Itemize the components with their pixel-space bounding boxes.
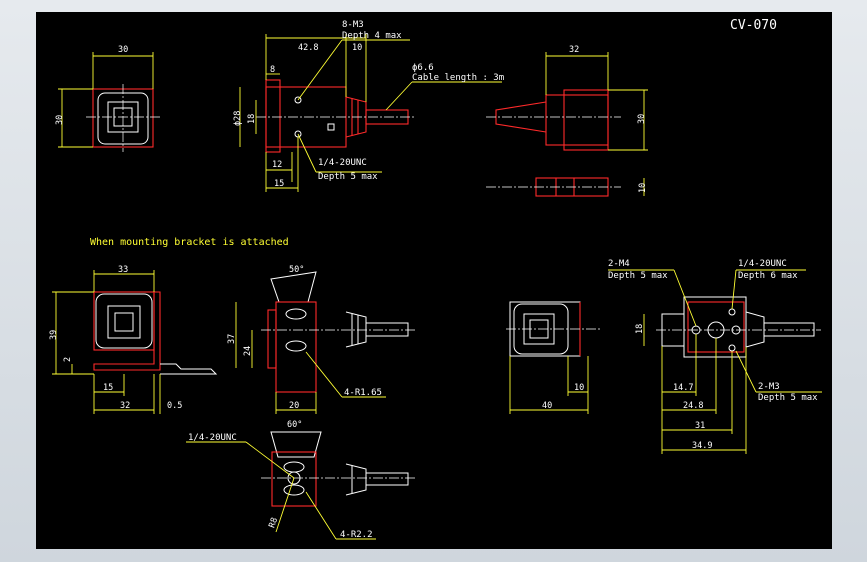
callout-cable-diameter: ϕ6.6	[412, 63, 434, 73]
dim-30-width: 30	[118, 45, 128, 55]
callout-unc-bottom: 1/4-20UNC	[188, 433, 237, 443]
dim-30-right: 30	[637, 114, 647, 124]
dim-10-lower: 10	[574, 383, 584, 393]
bottom-view: 10	[486, 177, 648, 197]
dim-42-8: 42.8	[298, 43, 318, 53]
rear-side-view: 32 30	[486, 45, 648, 151]
bracket-note: When mounting bracket is attached	[90, 237, 289, 248]
dim-31: 31	[695, 421, 705, 431]
dim-12: 12	[272, 160, 282, 170]
dim-39: 39	[49, 330, 59, 340]
dim-18-lower: 18	[635, 324, 645, 334]
dim-30-height: 30	[55, 115, 65, 125]
angle-60: 60°	[287, 420, 302, 430]
dim-15-side: 15	[274, 179, 284, 189]
dim-14-7: 14.7	[673, 383, 693, 393]
dim-8: 8	[270, 65, 275, 75]
bracket-60-view: 60° 1/4-20UNC R8 4-R2.2	[186, 420, 416, 540]
callout-2-m4-depth: Depth 5 max	[608, 271, 668, 281]
callout-4-r2-2: 4-R2.2	[340, 530, 373, 540]
dim-34-9: 34.9	[692, 441, 712, 451]
dim-33: 33	[118, 265, 128, 275]
dim-24-8: 24.8	[683, 401, 703, 411]
dim-37: 37	[227, 334, 237, 344]
drawing-svg: CV-070 When mounting bracket is attached…	[49, 18, 822, 540]
dim-10-right: 10	[638, 183, 648, 193]
bracket-front-view: 33 39 2 15 32 0.5	[49, 265, 218, 414]
dim-10-top: 10	[352, 43, 362, 53]
callout-unc-side: 1/4-20UNC	[318, 158, 367, 168]
dim-15-bracket: 15	[103, 383, 113, 393]
dim-18-side: 18	[247, 114, 257, 124]
front-view: 30 30	[55, 45, 161, 152]
callout-2-m4: 2-M4	[608, 259, 630, 269]
bracket-side-view: 50° 37 24 20 4-R1.65	[227, 265, 416, 414]
angle-50: 50°	[289, 265, 304, 275]
callout-unc-right: 1/4-20UNC	[738, 259, 787, 269]
dim-24: 24	[243, 346, 253, 356]
callout-cable-length: Cable length : 3m	[412, 73, 504, 83]
callout-8-m3-depth: Depth 4 max	[342, 31, 402, 41]
dim-20: 20	[289, 401, 299, 411]
callout-unc-side-depth: Depth 5 max	[318, 172, 378, 182]
lower-front-view: 40 10	[506, 301, 601, 414]
dim-2: 2	[63, 357, 73, 362]
dim-phi-28: ϕ28	[233, 111, 243, 126]
callout-4-r1-65: 4-R1.65	[344, 388, 382, 398]
dim-32-top: 32	[569, 45, 579, 55]
lower-side-view: 18 14.7 24.8 31 34.9 2-M4 Depth 5 max	[608, 259, 822, 454]
callout-r8: R8	[267, 516, 280, 529]
callout-2-m3: 2-M3	[758, 382, 780, 392]
drawing-canvas[interactable]: CV-070 When mounting bracket is attached…	[36, 12, 832, 549]
callout-8-m3: 8-M3	[342, 20, 364, 30]
dim-32-bracket: 32	[120, 401, 130, 411]
callout-unc-right-depth: Depth 6 max	[738, 271, 798, 281]
dim-40: 40	[542, 401, 552, 411]
dim-0-5: 0.5	[167, 401, 182, 411]
side-view: 42.8 10 8 ϕ28 18 12 15 8-M3	[233, 20, 504, 192]
callout-2-m3-depth: Depth 5 max	[758, 393, 818, 403]
drawing-title: CV-070	[730, 18, 777, 33]
